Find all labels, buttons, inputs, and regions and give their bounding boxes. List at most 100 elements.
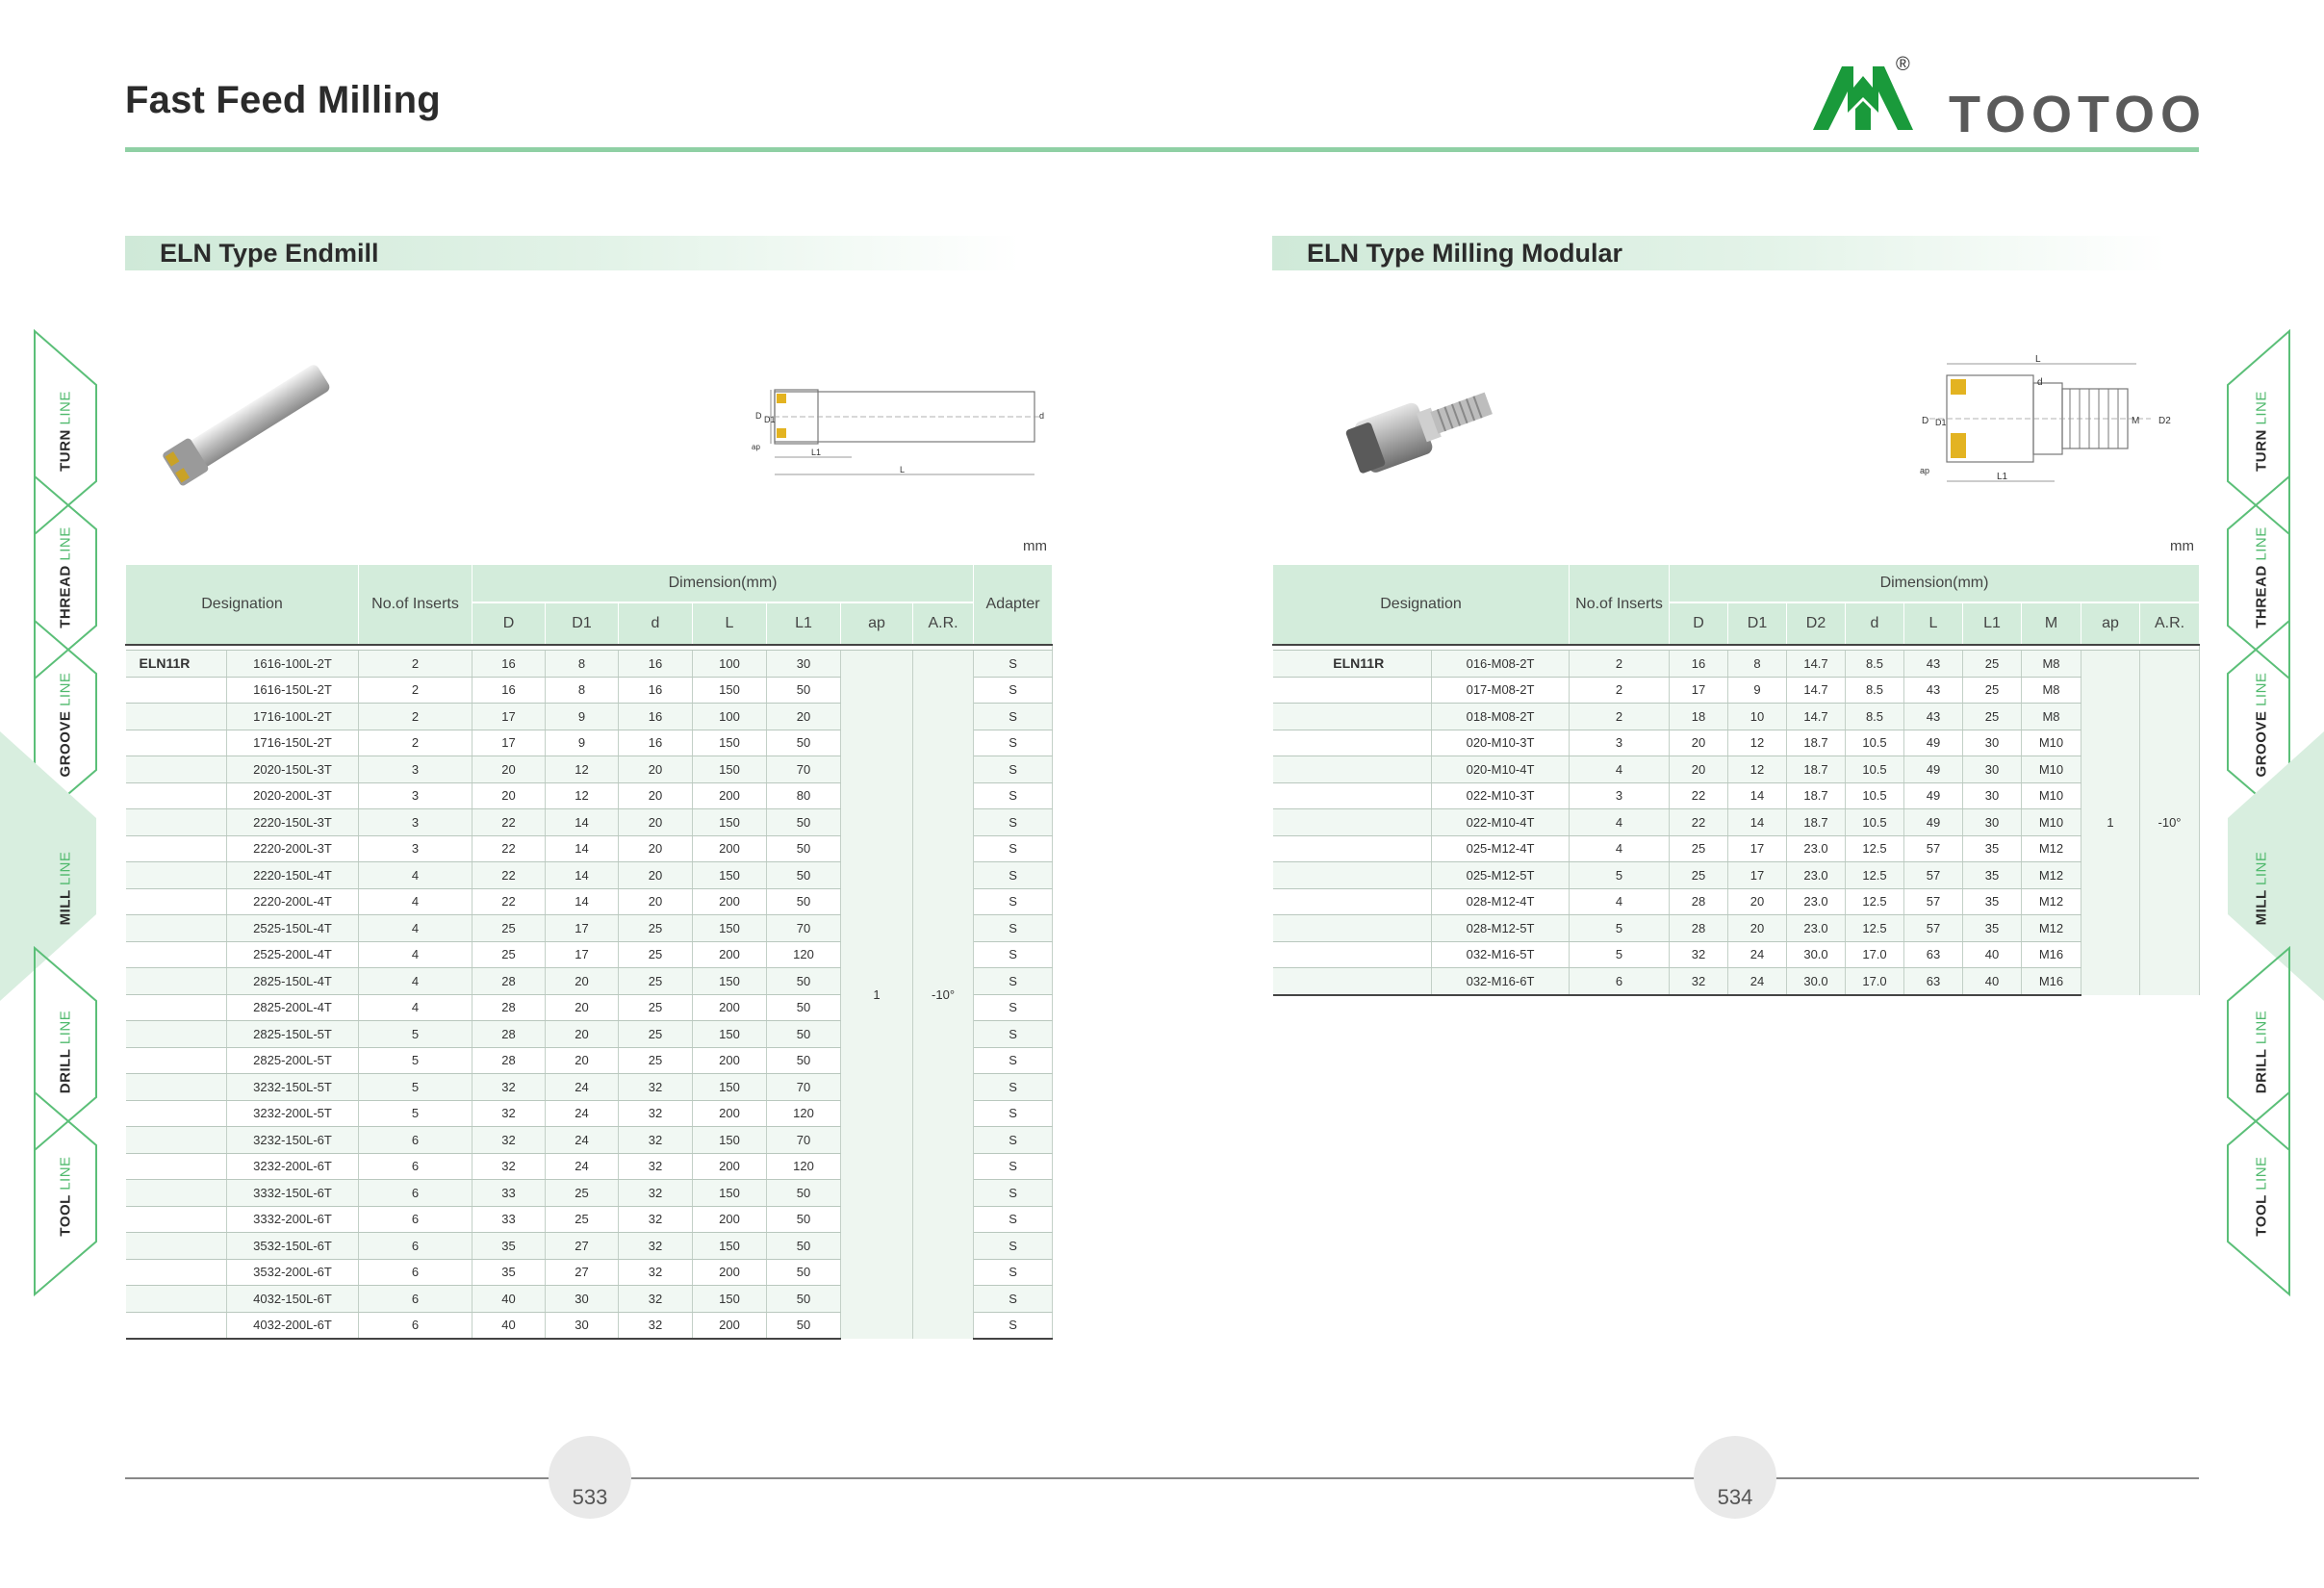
dim-cell-L: 150	[692, 677, 767, 704]
dim-cell-L: 49	[1903, 782, 1963, 809]
dim-cell-d: 10.5	[1845, 756, 1904, 783]
inserts-cell: 3	[358, 808, 472, 836]
dim-cell-d: 20	[618, 808, 693, 836]
series-cell	[125, 756, 227, 783]
dim-cell-L1: 120	[766, 1100, 841, 1127]
dim-cell-L1: 50	[766, 888, 841, 915]
dim-cell-D1: 9	[1727, 677, 1787, 704]
dim-cell-L: 200	[692, 835, 767, 862]
dim-cell-D1: 9	[545, 703, 619, 730]
dim-cell-L1: 50	[766, 677, 841, 704]
dim-cell-D2: 23.0	[1786, 888, 1846, 915]
dim-cell-D: 28	[472, 967, 546, 995]
dim-cell-D: 40	[472, 1285, 546, 1313]
adapter-cell: S	[973, 1206, 1054, 1233]
designation-cell: 1616-150L-2T	[226, 677, 359, 704]
designation-cell: 3232-150L-5T	[226, 1073, 359, 1101]
series-cell	[125, 677, 227, 704]
adapter-cell: S	[973, 1073, 1054, 1101]
designation-cell: 025-M12-4T	[1431, 835, 1570, 862]
dim-cell-d: 20	[618, 888, 693, 915]
dim-cell-D2: 23.0	[1786, 914, 1846, 942]
dim-cell-M: M12	[2021, 835, 2081, 862]
tab-tool-line-right[interactable]: TOOL LINE	[2253, 1155, 2270, 1237]
dim-cell-L1: 50	[766, 1179, 841, 1207]
dim-cell-d: 20	[618, 782, 693, 809]
inserts-cell: 2	[1569, 703, 1670, 730]
adapter-cell: S	[973, 1020, 1054, 1048]
dim-cell-d: 20	[618, 756, 693, 783]
dim-cell-D: 22	[472, 835, 546, 862]
tab-tool-line[interactable]: TOOL LINE	[57, 1155, 74, 1237]
designation-cell: 017-M08-2T	[1431, 677, 1570, 704]
series-cell	[1272, 835, 1432, 862]
dim-cell-L1: 70	[766, 756, 841, 783]
dim-cell-D: 17	[472, 703, 546, 730]
dim-cell-d: 25	[618, 994, 693, 1021]
dim-cell-M: M10	[2021, 782, 2081, 809]
dim-cell-L: 200	[692, 941, 767, 968]
dim-cell-D1: 17	[545, 914, 619, 942]
dim-cell-L1: 30	[1962, 756, 2022, 783]
adapter-cell: S	[973, 1153, 1054, 1180]
dim-cell-L: 63	[1903, 967, 1963, 996]
dim-cell-M: M8	[2021, 703, 2081, 730]
dim-cell-D: 33	[472, 1206, 546, 1233]
ar-cell: -10°	[912, 650, 975, 1339]
series-cell	[125, 914, 227, 942]
page-number-right: 534	[1694, 1436, 1776, 1519]
dim-cell-d: 25	[618, 941, 693, 968]
inserts-cell: 3	[358, 756, 472, 783]
dim-cell-L: 200	[692, 1047, 767, 1074]
adapter-cell: S	[973, 730, 1054, 756]
dim-cell-L: 150	[692, 730, 767, 756]
col-ar: A.R.	[911, 602, 975, 645]
drawing-label-ap: ap	[1920, 466, 1929, 475]
dim-cell-D1: 14	[545, 888, 619, 915]
dim-cell-D1: 12	[545, 782, 619, 809]
adapter-cell: S	[973, 1100, 1054, 1127]
dim-cell-D1: 20	[545, 1047, 619, 1074]
dim-cell-D1: 30	[545, 1312, 619, 1340]
designation-cell: 028-M12-5T	[1431, 914, 1570, 942]
adapter-cell: S	[973, 1232, 1054, 1260]
col-ap: ap	[2081, 602, 2140, 645]
series-cell	[1272, 861, 1432, 889]
dim-cell-M: M10	[2021, 756, 2081, 783]
dim-cell-L: 150	[692, 861, 767, 889]
adapter-cell: S	[973, 1259, 1054, 1286]
dim-cell-D2: 14.7	[1786, 703, 1846, 730]
dim-cell-D: 28	[472, 1047, 546, 1074]
inserts-cell: 6	[358, 1232, 472, 1260]
side-tabs-right: TURN LINE THREAD LINE GROOVE LINE MILL L…	[2218, 327, 2324, 1299]
designation-cell: 2525-150L-4T	[226, 914, 359, 942]
inserts-cell: 2	[358, 677, 472, 704]
dim-cell-D2: 18.7	[1786, 756, 1846, 783]
drawing-label-d: d	[2037, 377, 2043, 388]
side-tabs-outline-right	[2227, 328, 2324, 1297]
dim-cell-d: 16	[618, 677, 693, 704]
inserts-cell: 4	[1569, 835, 1670, 862]
ar-cell: -10°	[2139, 650, 2201, 995]
dim-cell-D1: 12	[545, 756, 619, 783]
series-cell: ELN11R	[1272, 650, 1432, 678]
dim-cell-D: 16	[1669, 650, 1728, 678]
dim-cell-L: 57	[1903, 888, 1963, 915]
dim-cell-L1: 30	[766, 650, 841, 678]
dim-cell-D2: 18.7	[1786, 782, 1846, 809]
adapter-cell: S	[973, 1047, 1054, 1074]
adapter-cell: S	[973, 1312, 1054, 1340]
adapter-cell: S	[973, 677, 1054, 704]
designation-cell: 3232-150L-6T	[226, 1126, 359, 1154]
drawing-label-L: L	[2035, 354, 2041, 365]
dim-cell-d: 32	[618, 1259, 693, 1286]
drawing-label-D1: D1	[1935, 418, 1947, 427]
dim-cell-d: 25	[618, 1047, 693, 1074]
col-ar: A.R.	[2138, 602, 2201, 645]
